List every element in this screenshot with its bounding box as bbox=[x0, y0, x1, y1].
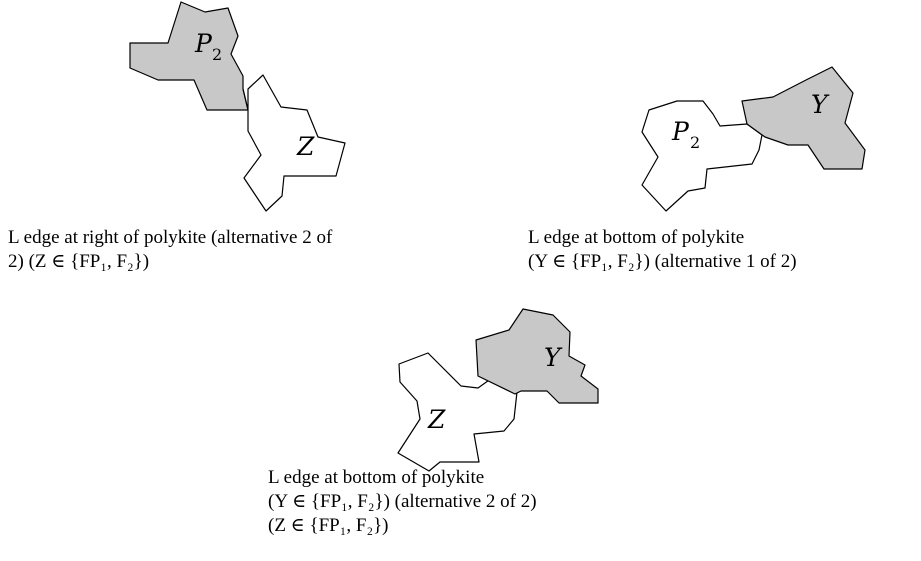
panel-2-caption-line-1: L edge at bottom of polykite bbox=[528, 227, 745, 248]
panel-1-shaded-subscript: 2 bbox=[212, 45, 222, 64]
panel-3: Y Z bbox=[397, 308, 599, 472]
panel-2-caption: L edge at bottom of polykite (Y ∈ {FP₁, … bbox=[528, 226, 797, 274]
panel-3-caption-line-3: (Z ∈ {FP₁, F₂}) bbox=[268, 515, 389, 536]
panel-3-shaded-polykite bbox=[475, 308, 599, 404]
panel-3-caption-line-2: (Y ∈ {FP₁, F₂}) (alternative 2 of 2) bbox=[268, 491, 537, 512]
panel-1: P 2 Z bbox=[129, 1, 346, 212]
panel-3-white-polykite bbox=[397, 352, 518, 472]
panel-1-caption: L edge at right of polykite (alternative… bbox=[8, 226, 332, 274]
panel-3-caption-line-1: L edge at bottom of polykite bbox=[268, 467, 485, 488]
panel-1-shaded-polykite bbox=[129, 1, 249, 111]
panel-2-shaded-polykite bbox=[741, 66, 866, 170]
panel-1-caption-line-1: L edge at right of polykite (alternative… bbox=[8, 227, 333, 248]
panel-1-shaded-label: P bbox=[194, 29, 213, 58]
panel-1-shared-edge bbox=[242, 88, 249, 111]
panel-1-caption-line-2: 2) (Z ∈ {FP₁, F₂}) bbox=[8, 251, 150, 272]
panel-1-white-label: Z bbox=[296, 132, 315, 161]
panel-2: P 2 Y bbox=[641, 66, 866, 212]
panel-1-white-polykite bbox=[243, 74, 346, 212]
panel-2-white-subscript: 2 bbox=[690, 133, 700, 152]
panel-3-caption: L edge at bottom of polykite (Y ∈ {FP₁, … bbox=[268, 466, 537, 538]
panel-3-shaded-label: Y bbox=[544, 343, 563, 372]
panel-2-shaded-label: Y bbox=[811, 90, 830, 119]
panel-2-white-label: P bbox=[671, 117, 690, 146]
panel-2-white-polykite bbox=[641, 100, 763, 212]
panel-2-caption-line-2: (Y ∈ {FP₁, F₂}) (alternative 1 of 2) bbox=[528, 251, 797, 272]
panel-3-white-label: Z bbox=[427, 405, 446, 434]
